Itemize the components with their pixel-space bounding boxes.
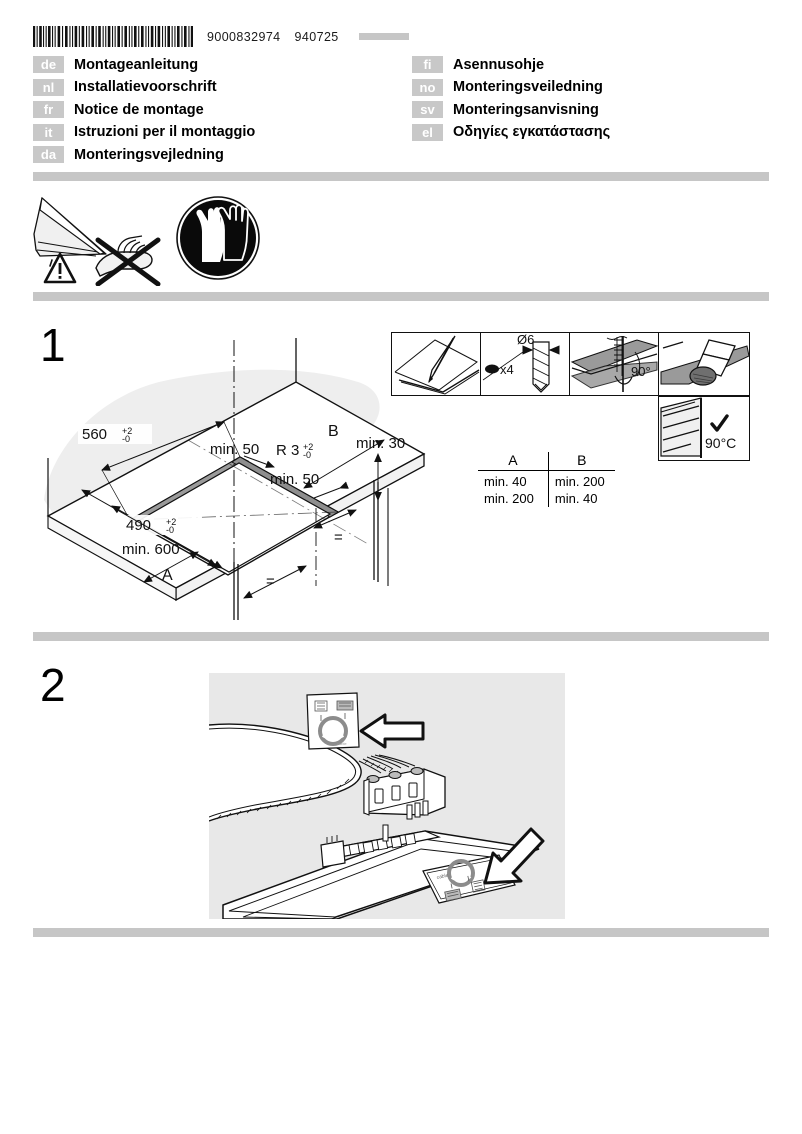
cable-label-card-top: cable — [306, 692, 360, 750]
dim-width-value: 560 — [82, 426, 107, 443]
safety-pictogram-band — [30, 190, 260, 286]
language-row-fi: fi Asennusohje — [412, 54, 610, 76]
step1-detail-panels: x4 Ø6 — [391, 332, 751, 462]
dim-min-side: min. 30 — [356, 435, 405, 452]
language-title: Monteringsveiledning — [453, 79, 603, 96]
dim-radius-tol-minus: -0 — [303, 450, 311, 460]
language-code-badge: fr — [33, 101, 64, 119]
document-header: 9000832974 940725 — [33, 26, 409, 47]
cable-terminal-connector — [358, 754, 446, 820]
barcode — [33, 26, 193, 47]
language-row-fr: fr Notice de montage — [33, 99, 255, 121]
language-title: Istruzioni per il montaggio — [74, 124, 256, 141]
section-divider — [33, 928, 769, 937]
heat-resistance-panel: 90°C — [658, 396, 750, 461]
table-cell-a: min. 40 — [478, 470, 549, 490]
dim-radius-label: R 3 — [276, 442, 299, 459]
table-row: min. 40 min. 200 — [478, 470, 615, 490]
dim-depth-value: 490 — [126, 517, 151, 534]
language-code-badge: el — [412, 123, 443, 141]
section-divider — [33, 632, 769, 641]
language-code-badge: it — [33, 123, 64, 141]
language-code-badge: sv — [412, 101, 443, 119]
language-code-badge: nl — [33, 78, 64, 96]
language-row-it: it Istruzioni per il montaggio — [33, 122, 255, 144]
dim-width-tol-minus: -0 — [122, 434, 130, 444]
table-cell-b: min. 40 — [554, 491, 598, 506]
dim-min-front: min. 50 — [270, 471, 319, 488]
table-header-a: A — [478, 452, 549, 471]
dim-label-a: A — [162, 567, 173, 584]
arrow-down-left-icon — [483, 827, 545, 885]
svg-text:cable: cable — [337, 741, 347, 746]
language-title: Monteringsvejledning — [74, 146, 224, 163]
language-list-left: de Montageanleitung nl Installatievoorsc… — [33, 54, 255, 166]
marking-panel — [391, 332, 481, 396]
language-title: Installatievoorschrift — [74, 79, 217, 96]
language-row-no: no Monteringsveiledning — [412, 77, 610, 99]
step-number-1: 1 — [40, 319, 66, 371]
angle-label: 90° — [631, 364, 651, 379]
heat-resistance-label: 90°C — [705, 435, 736, 451]
table-cell-a: min. 200 — [478, 490, 549, 507]
table-header-row: A B — [478, 452, 615, 471]
language-title: Οδηγίες εγκατάστασης — [453, 124, 611, 141]
drill-panel: x4 Ø6 — [480, 332, 570, 396]
language-code-badge: de — [33, 56, 64, 74]
protective-gloves-icon — [176, 196, 260, 280]
dim-label-b: B — [328, 423, 339, 440]
warning-triangle-icon — [43, 252, 77, 284]
section-divider — [33, 292, 769, 301]
sealing-panel — [658, 332, 750, 396]
document-number: 9000832974 — [207, 29, 281, 44]
angle-panel: 90° — [569, 332, 659, 396]
language-code-badge: fi — [412, 56, 443, 74]
language-list-right: fi Asennusohje no Monteringsveiledning s… — [412, 54, 610, 143]
table-cell-b: min. 200 — [554, 474, 605, 489]
worktop-cutout-dimensions-figure: 560 +2 -0 R 3 +2 -0 B min. 30 min. 50 mi… — [38, 330, 428, 620]
language-title: Notice de montage — [74, 101, 204, 118]
broken-glass-warning-icon — [33, 196, 107, 268]
drill-diameter-label: Ø6 — [517, 332, 534, 347]
language-row-da: da Monteringsvejledning — [33, 144, 255, 166]
language-row-sv: sv Monteringsanvisning — [412, 99, 610, 121]
language-row-de: de Montageanleitung — [33, 54, 255, 76]
table-header-b: B — [548, 452, 615, 471]
language-row-el: el Οδηγίες εγκατάστασης — [412, 122, 610, 144]
ab-dimension-table: A B min. 40 min. 200 min. 200 min. 40 — [478, 452, 615, 507]
language-row-nl: nl Installatievoorschrift — [33, 77, 255, 99]
drill-count-label: x4 — [500, 362, 514, 377]
document-revision: 940725 — [294, 29, 339, 44]
section-divider — [33, 172, 769, 181]
table-row: min. 200 min. 40 — [478, 490, 615, 507]
dim-equal-1: = — [334, 529, 343, 546]
language-code-badge: no — [412, 78, 443, 96]
dim-depth-tol-minus: -0 — [166, 525, 174, 535]
language-title: Asennusohje — [453, 56, 545, 73]
language-title: Monteringsanvisning — [453, 101, 599, 118]
mains-cable-connection-figure: cable — [209, 673, 565, 919]
dim-width-tol-plus: +2 — [122, 426, 132, 436]
step-number-2: 2 — [40, 659, 66, 711]
dim-min-rear: min. 50 — [210, 441, 259, 458]
arrow-left-icon — [359, 713, 425, 749]
header-tail-bar — [358, 33, 409, 40]
svg-text:cable: cable — [436, 873, 449, 881]
appliance-terminal-strip — [320, 824, 441, 868]
no-bare-hands-icon — [95, 235, 161, 286]
document-number-group: 9000832974 940725 — [207, 30, 339, 44]
dim-equal-2: = — [266, 573, 275, 590]
language-title: Montageanleitung — [74, 56, 199, 73]
language-code-badge: da — [33, 146, 64, 164]
dim-min-worktop: min. 600 — [122, 541, 180, 558]
